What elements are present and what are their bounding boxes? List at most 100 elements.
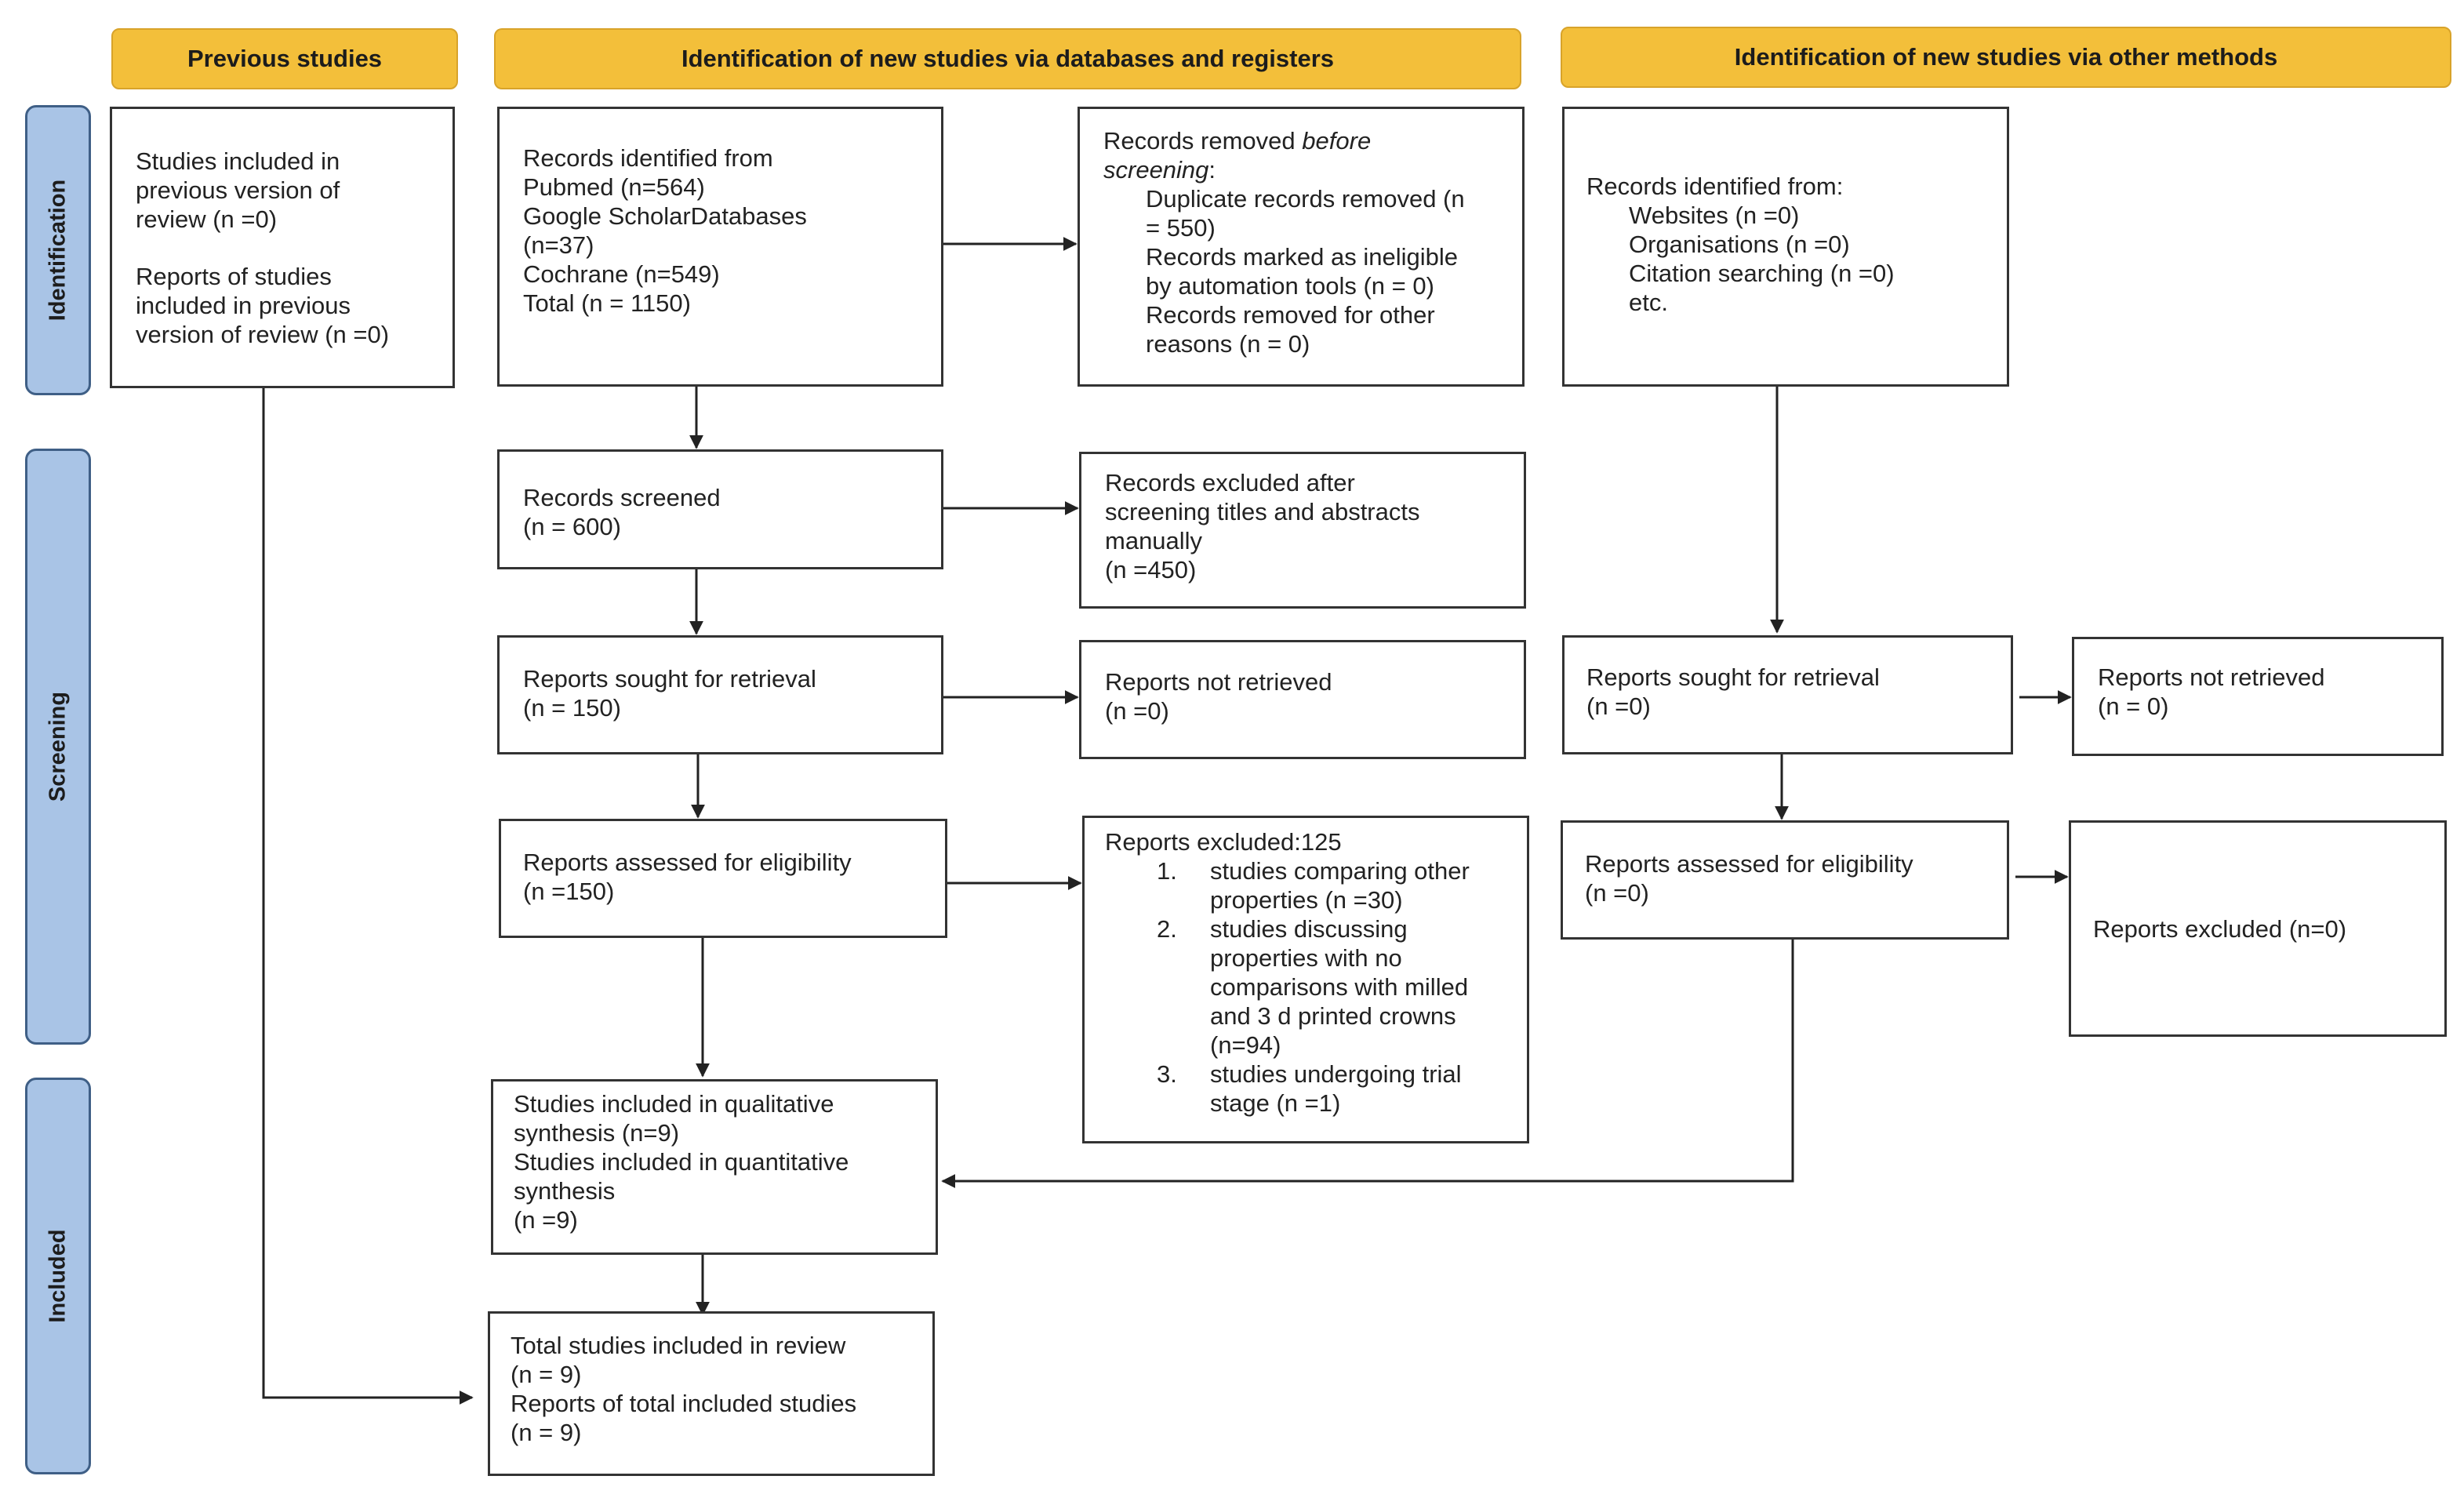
records-removed-title: Records removed before [1103,126,1522,155]
previous-studies-line: previous version of [136,176,340,204]
reports-excluded-item-text: comparisons with milled [1210,973,1469,1001]
studies-included-synthesis-box: Studies included in qualitative synthesi… [491,1079,938,1255]
total-included-line: Reports of total included studies [511,1390,857,1417]
other-records-identified-box: Records identified from: Websites (n =0)… [1562,107,2009,387]
records-excluded-line: screening titles and abstracts [1105,498,1420,525]
previous-reports-line: included in previous [136,292,351,319]
total-included-line: (n = 9) [511,1361,582,1388]
reports-not-retrieved-line: (n =0) [1105,697,1169,725]
records-removed-title-italic-2: screening [1103,156,1209,184]
synthesis-line: synthesis [514,1177,616,1205]
records-removed-item: by automation tools (n = 0) [1146,272,1434,300]
records-screened-line: Records screened [523,484,721,511]
phase-screening-label: Screening [45,691,71,802]
reports-excluded-item: 3. studies undergoing trial stage (n =1) [1105,1060,1527,1118]
other-assessed-line: Reports assessed for eligibility [1585,850,1913,878]
reports-sought-line: Reports sought for retrieval [523,665,816,693]
other-not-retrieved-line: (n = 0) [2098,693,2169,720]
arrow-other-assessed-to-included [941,940,1794,1188]
other-sought-line: (n =0) [1586,693,1651,720]
previous-reports-line: Reports of studies [136,263,332,290]
records-screened-line: (n = 600) [523,513,621,540]
other-identified-item: Organisations (n =0) [1629,231,1850,258]
other-identified-item: Citation searching (n =0) [1629,260,1895,287]
spacer [136,234,452,262]
reports-excluded-item-number: 2. [1157,915,1177,943]
arrow-previous-to-total [262,388,474,1405]
other-identified-item: etc. [1629,289,1668,316]
other-sought-line: Reports sought for retrieval [1586,663,1880,691]
phase-identification: Identification [25,105,91,395]
header-previous-studies: Previous studies [111,28,458,89]
previous-studies-box: Studies included in previous version of … [110,107,455,388]
reports-excluded-item-text: and 3 d printed crowns [1210,1002,1456,1030]
header-other-methods: Identification of new studies via other … [1561,27,2451,88]
total-included-line: Total studies included in review [511,1332,846,1359]
records-identified-line: Total (n = 1150) [523,289,691,317]
reports-assessed-line: (n =150) [523,878,615,905]
records-excluded-line: Records excluded after [1105,469,1355,496]
previous-studies-line: Studies included in [136,147,340,175]
reports-excluded-item-text: properties with no [1210,944,1402,972]
reports-excluded-item: 2. studies discussing properties with no… [1105,914,1527,1060]
records-identified-box: Records identified from Pubmed (n=564) G… [497,107,943,387]
header-databases: Identification of new studies via databa… [494,28,1521,89]
phase-screening: Screening [25,449,91,1045]
records-identified-line: Google ScholarDatabases [523,202,807,230]
other-identified-title: Records identified from: [1586,173,1844,200]
other-not-retrieved-line: Reports not retrieved [2098,663,2325,691]
reports-sought-line: (n = 150) [523,694,621,722]
records-identified-line: Records identified from [523,144,773,172]
reports-excluded-item-text: studies discussing [1210,915,1408,943]
previous-reports-line: version of review (n =0) [136,321,390,348]
records-removed-title-plain: Records removed [1103,127,1303,154]
reports-excluded-item-text: stage (n =1) [1210,1089,1341,1117]
phase-included: Included [25,1078,91,1474]
reports-excluded-item: 1. studies comparing other properties (n… [1105,856,1527,914]
synthesis-line: Studies included in quantitative [514,1148,849,1176]
records-removed-item: reasons (n = 0) [1146,330,1310,358]
other-reports-assessed-box: Reports assessed for eligibility (n =0) [1561,820,2009,940]
records-excluded-line: manually [1105,527,1203,554]
records-removed-title-italic: before [1302,127,1372,154]
reports-assessed-line: Reports assessed for eligibility [523,849,852,876]
records-removed-item: = 550) [1146,214,1216,242]
records-excluded-line: (n =450) [1105,556,1197,583]
other-reports-not-retrieved-box: Reports not retrieved (n = 0) [2072,637,2444,756]
reports-excluded-item-text: studies undergoing trial [1210,1060,1462,1088]
reports-sought-box: Reports sought for retrieval (n = 150) [497,635,943,754]
header-databases-label: Identification of new studies via databa… [681,45,1335,72]
reports-excluded-item-text: (n=94) [1210,1031,1281,1059]
reports-excluded-item-text: properties (n =30) [1210,886,1403,914]
other-reports-excluded-box: Reports excluded (n=0) [2069,820,2447,1037]
total-included-line: (n = 9) [511,1419,582,1446]
records-removed-item: Records marked as ineligible [1146,243,1459,271]
other-identified-item: Websites (n =0) [1629,202,1800,229]
reports-excluded-item-number: 1. [1157,857,1177,885]
records-screened-box: Records screened (n = 600) [497,449,943,569]
header-previous-studies-label: Previous studies [187,45,383,72]
reports-excluded-title: Reports excluded:125 [1105,828,1342,856]
header-other-methods-label: Identification of new studies via other … [1734,43,2278,71]
reports-excluded-item-number: 3. [1157,1060,1177,1088]
other-reports-sought-box: Reports sought for retrieval (n =0) [1562,635,2013,754]
reports-not-retrieved-line: Reports not retrieved [1105,668,1332,696]
records-identified-line: Cochrane (n=549) [523,260,720,288]
reports-excluded-box: Reports excluded:125 1. studies comparin… [1082,816,1529,1143]
phase-included-label: Included [45,1229,71,1323]
records-removed-box: Records removed before screening: Duplic… [1078,107,1525,387]
records-identified-line: (n=37) [523,231,594,259]
previous-studies-line: review (n =0) [136,205,278,233]
reports-not-retrieved-box: Reports not retrieved (n =0) [1079,640,1526,759]
records-removed-item: Records removed for other [1146,301,1435,329]
records-removed-item: Duplicate records removed (n [1146,185,1465,213]
other-excluded-line: Reports excluded (n=0) [2093,914,2347,943]
reports-assessed-box: Reports assessed for eligibility (n =150… [499,819,947,938]
other-assessed-line: (n =0) [1585,879,1649,907]
synthesis-line: synthesis (n=9) [514,1119,680,1147]
total-included-box: Total studies included in review (n = 9)… [488,1311,935,1476]
phase-identification-label: Identification [45,179,71,322]
records-removed-title-colon: : [1208,156,1216,184]
